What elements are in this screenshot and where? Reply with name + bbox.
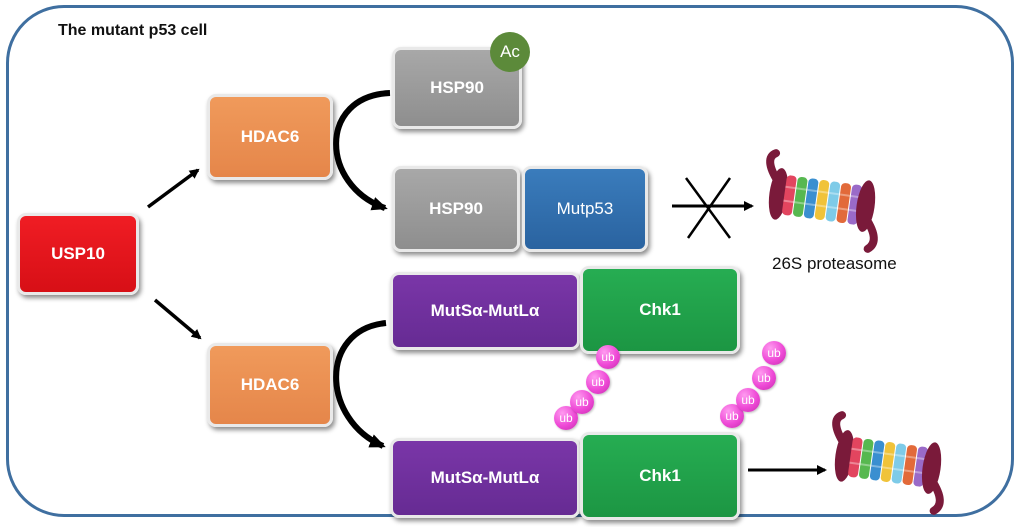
chk1-node-bottom: Chk1 [580, 432, 740, 520]
mutp53-node: Mutp53 [522, 166, 648, 252]
ubiquitin-7: ub [752, 366, 776, 390]
usp10-node: USP10 [17, 213, 139, 295]
hdac6-curved-arrow-top [333, 90, 391, 211]
chk1-node-top: Chk1 [580, 266, 740, 354]
hdac6-curved-arrow-bottom [333, 320, 387, 449]
ubiquitin-2: ub [570, 390, 594, 414]
proteasome-icon-top [760, 152, 884, 249]
acetyl-group-badge: Ac [490, 32, 530, 72]
usp10-to-hdac6-top-arrow [146, 168, 200, 209]
ubiquitin-1: ub [554, 406, 578, 430]
diagram-title: The mutant p53 cell [58, 22, 208, 39]
ubiquitin-6: ub [736, 388, 760, 412]
block-cross-line-2 [686, 177, 732, 239]
proteasome-label: 26S proteasome [772, 254, 897, 273]
ubiquitin-4: ub [596, 345, 620, 369]
proteasome-icon-bottom [826, 414, 950, 511]
hsp90-bound-node: HSP90 [392, 166, 520, 252]
usp10-to-hdac6-bottom-arrow [153, 298, 202, 340]
ubiquitin-8: ub [762, 341, 786, 365]
ubiquitin-3: ub [586, 370, 610, 394]
hdac6-node-bottom: HDAC6 [207, 343, 333, 427]
hdac6-node-top: HDAC6 [207, 94, 333, 180]
mutsa-mutla-node-bottom: MutSα-MutLα [390, 438, 580, 518]
mutsa-mutla-node-top: MutSα-MutLα [390, 272, 580, 350]
